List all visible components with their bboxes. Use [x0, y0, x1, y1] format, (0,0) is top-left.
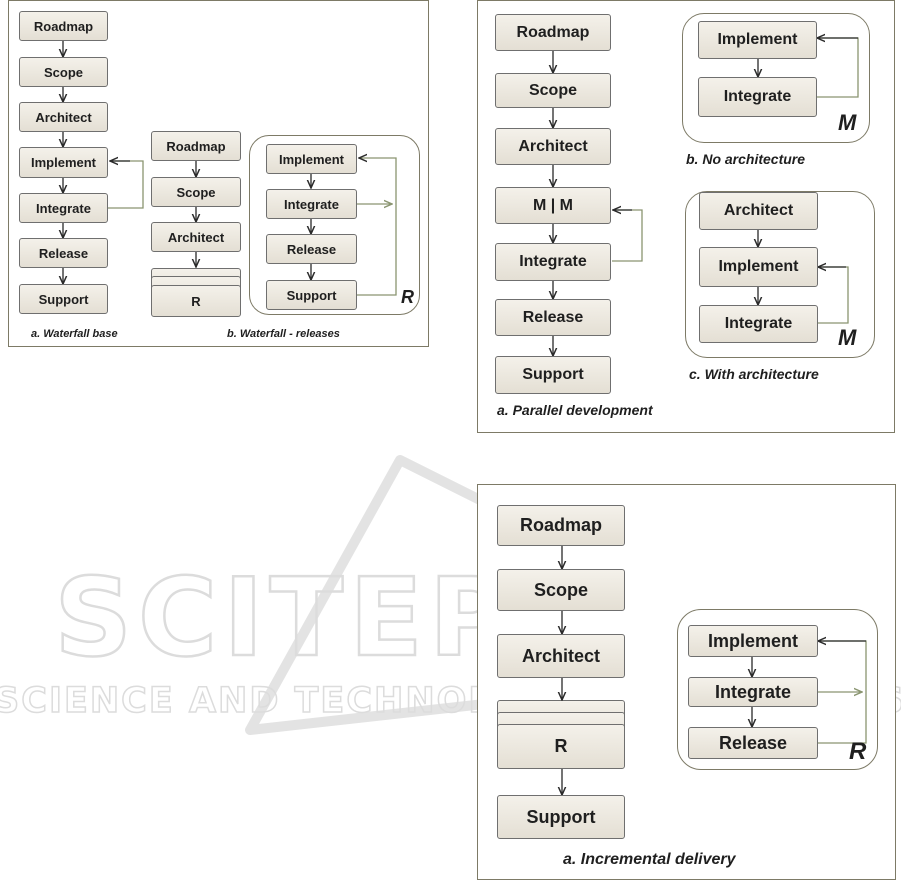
module-group-tag: M — [838, 325, 857, 350]
caption-incremental-delivery: a. Incremental delivery — [563, 851, 736, 868]
step-architect: Architect — [19, 102, 108, 132]
feedback-loop — [817, 37, 859, 98]
caption-waterfall-base: a. Waterfall base — [31, 328, 118, 340]
step-implement: Implement — [699, 247, 818, 287]
step-support: Support — [266, 280, 357, 310]
release-group-incremental — [677, 609, 878, 770]
step-release: Release — [266, 234, 357, 264]
step-integrate: Integrate — [688, 677, 818, 707]
module-group-tag: M — [838, 110, 857, 135]
step-integrate: Integrate — [699, 305, 818, 343]
step-r: R — [497, 724, 625, 769]
module-group-no-architecture — [682, 13, 870, 143]
step-scope: Scope — [151, 177, 241, 207]
step-release: Release — [688, 727, 818, 759]
caption-with-architecture: c. With architecture — [689, 366, 819, 382]
step-support: Support — [497, 795, 625, 839]
step-integrate: Integrate — [19, 193, 108, 223]
step-roadmap: Roadmap — [497, 505, 625, 546]
release-group-tag: R — [849, 738, 867, 765]
feedback-loop — [357, 158, 397, 296]
release-group-waterfall — [249, 135, 420, 315]
step-roadmap: Roadmap — [19, 11, 108, 41]
step-scope: Scope — [497, 569, 625, 611]
step-integrate: Integrate — [698, 77, 817, 117]
step-scope: Scope — [495, 73, 611, 108]
module-group-with-architecture — [685, 191, 875, 358]
step-support: Support — [19, 284, 108, 314]
step-implement: Implement — [266, 144, 357, 174]
step-scope: Scope — [19, 57, 108, 87]
step-architect: Architect — [495, 128, 611, 165]
release-group-tag: R — [401, 287, 414, 307]
step-support: Support — [495, 356, 611, 394]
caption-parallel-development: a. Parallel development — [497, 402, 653, 418]
feedback-loop — [818, 266, 849, 324]
feedback-loop — [108, 160, 144, 209]
step-roadmap: Roadmap — [151, 131, 241, 161]
step-release: Release — [495, 299, 611, 336]
caption-no-architecture: b. No architecture — [686, 151, 806, 167]
step-r: R — [151, 285, 241, 317]
step-implement: Implement — [698, 21, 817, 59]
step-implement: Implement — [19, 147, 108, 178]
step-integrate: Integrate — [495, 243, 611, 281]
caption-waterfall-releases: b. Waterfall - releases — [227, 328, 340, 340]
step-architect: Architect — [699, 192, 818, 230]
step-architect: Architect — [151, 222, 241, 252]
step-integrate: Integrate — [266, 189, 357, 219]
step-roadmap: Roadmap — [495, 14, 611, 51]
feedback-loop — [612, 209, 643, 262]
step-release: Release — [19, 238, 108, 268]
step-implement: Implement — [688, 625, 818, 657]
step-architect: Architect — [497, 634, 625, 678]
step-m-m: M | M — [495, 187, 611, 224]
